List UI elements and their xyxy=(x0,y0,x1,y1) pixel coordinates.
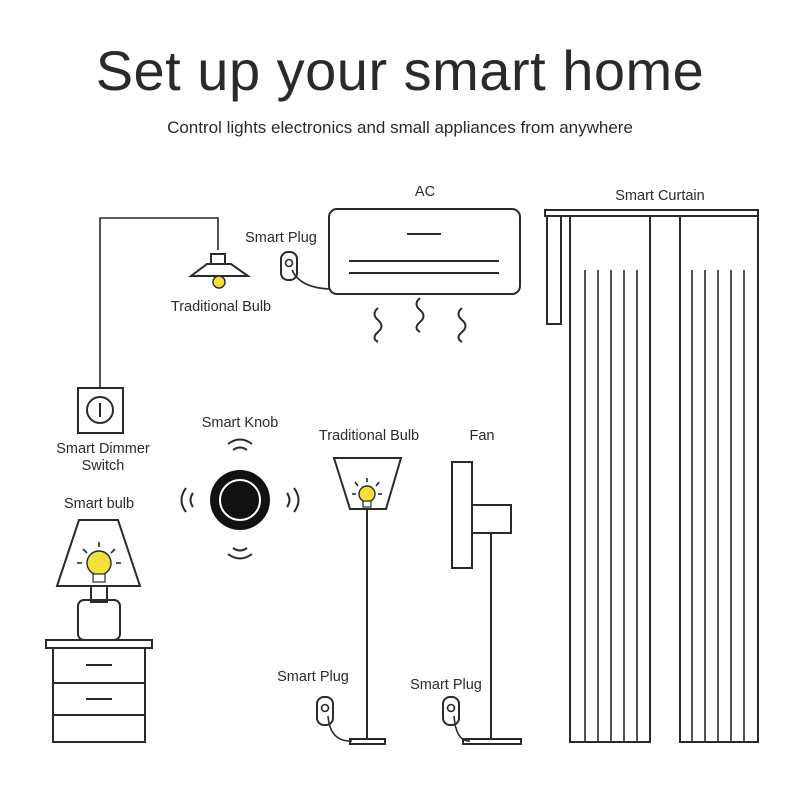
smart-plug-lamp-icon xyxy=(316,696,353,742)
smart-knob-icon xyxy=(180,438,300,560)
air-conditioner-icon xyxy=(328,208,521,343)
smart-curtain-label: Smart Curtain xyxy=(615,188,704,204)
smart-dimmer-switch-label-line2: Switch xyxy=(82,458,125,474)
fan-label: Fan xyxy=(470,428,495,444)
table-lamp-icon xyxy=(55,519,142,641)
smart-plug-ac-label: Smart Plug xyxy=(245,230,317,246)
smart-plug-ac-icon xyxy=(280,251,331,290)
fan-icon xyxy=(451,461,522,745)
curtain-icon xyxy=(544,209,759,743)
ceiling-lamp-icon xyxy=(188,253,252,289)
nightstand-icon xyxy=(45,639,153,743)
floor-lamp-icon xyxy=(332,457,403,745)
page-subtitle: Control lights electronics and small app… xyxy=(167,118,633,137)
traditional-bulb-ceiling-label: Traditional Bulb xyxy=(171,299,271,315)
smart-bulb-label: Smart bulb xyxy=(64,496,134,512)
page-title: Set up your smart home xyxy=(95,39,705,102)
smart-plug-fan-label: Smart Plug xyxy=(410,677,482,693)
switch-wire xyxy=(99,217,219,388)
smart-dimmer-switch-label-line1: Smart Dimmer xyxy=(56,441,150,457)
smart-knob-label: Smart Knob xyxy=(202,415,279,431)
smart-plug-fan-icon xyxy=(442,696,471,742)
traditional-bulb-floor-label: Traditional Bulb xyxy=(319,428,419,444)
ac-label: AC xyxy=(415,184,435,200)
dimmer-switch-icon xyxy=(77,387,124,434)
smart-plug-lamp-label: Smart Plug xyxy=(277,669,349,685)
